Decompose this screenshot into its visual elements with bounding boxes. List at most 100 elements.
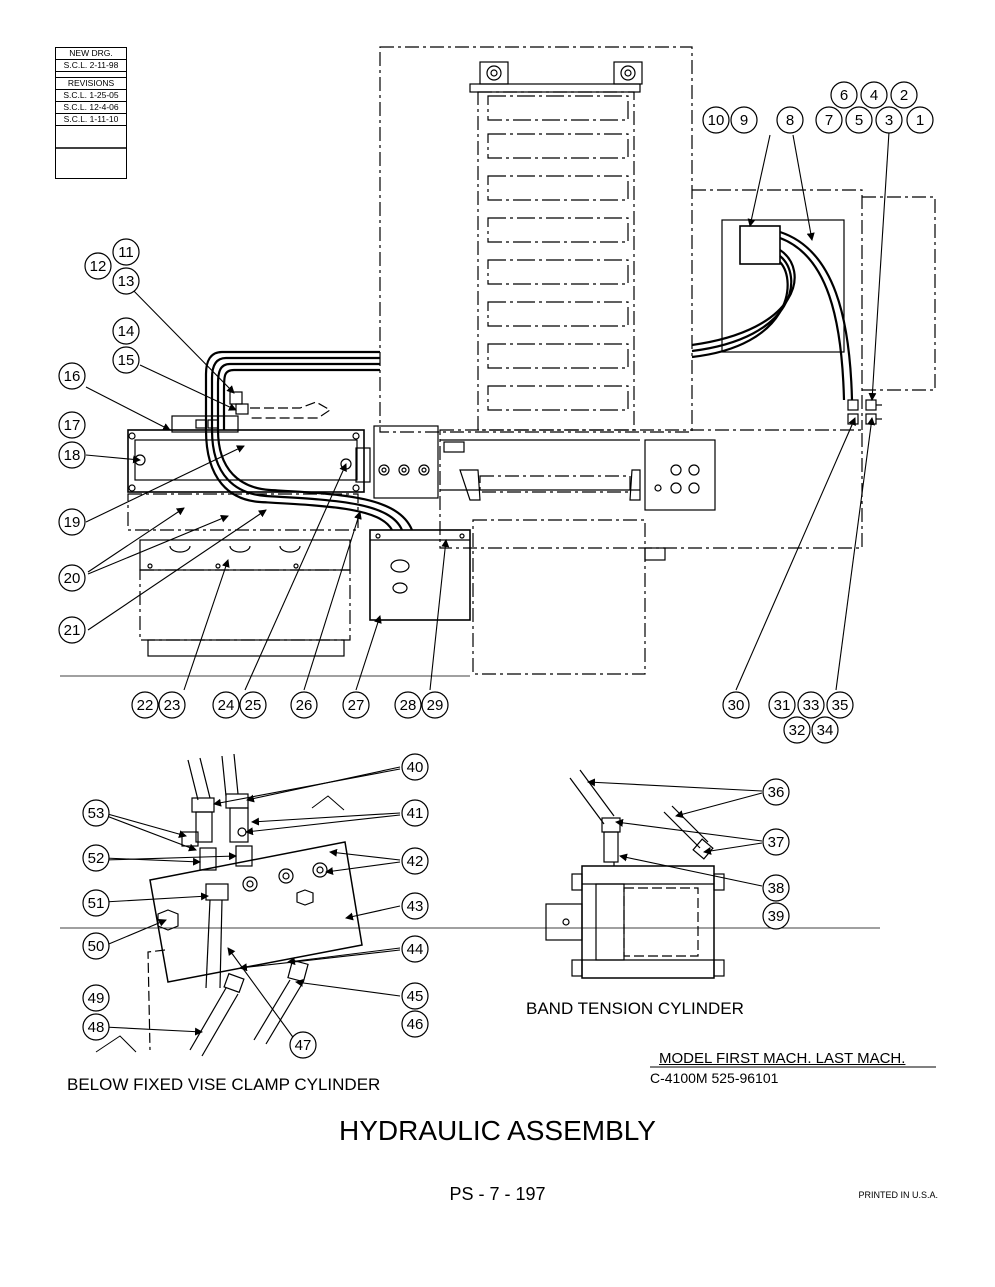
callout-40: 40 — [401, 753, 429, 781]
revision-gap — [56, 72, 126, 78]
svg-text:42: 42 — [407, 853, 424, 870]
drawing-title: HYDRAULIC ASSEMBLY — [339, 1115, 656, 1146]
svg-text:3: 3 — [885, 112, 893, 129]
svg-text:26: 26 — [296, 697, 313, 714]
revision-block: NEW DRG. S.C.L. 2-11-98 REVISIONS S.C.L.… — [55, 47, 127, 179]
callout-13: 13 — [112, 267, 140, 295]
callout-24: 24 — [212, 691, 240, 719]
callout-27: 27 — [342, 691, 370, 719]
callout-34: 34 — [811, 716, 839, 744]
svg-text:49: 49 — [88, 990, 105, 1007]
callout-15: 15 — [112, 346, 140, 374]
model-table-row: C-4100M 525-96101 — [650, 1070, 779, 1086]
callout-53: 53 — [82, 799, 110, 827]
page-number: PS - 7 - 197 — [449, 1184, 546, 1204]
svg-text:36: 36 — [768, 784, 785, 801]
svg-text:10: 10 — [708, 112, 725, 129]
svg-text:19: 19 — [64, 514, 81, 531]
svg-text:38: 38 — [768, 880, 785, 897]
svg-text:33: 33 — [803, 697, 820, 714]
callout-39: 39 — [762, 902, 790, 930]
callout-47: 47 — [289, 1031, 317, 1059]
callout-9: 9 — [730, 106, 758, 134]
svg-text:44: 44 — [407, 941, 424, 958]
svg-text:1: 1 — [916, 112, 924, 129]
svg-text:35: 35 — [832, 697, 849, 714]
callout-11: 11 — [112, 238, 140, 266]
svg-text:17: 17 — [64, 417, 81, 434]
svg-text:13: 13 — [118, 273, 135, 290]
callout-41: 41 — [401, 799, 429, 827]
callout-49: 49 — [82, 984, 110, 1012]
svg-text:15: 15 — [118, 352, 135, 369]
callout-38: 38 — [762, 874, 790, 902]
svg-text:50: 50 — [88, 938, 105, 955]
printed-note: PRINTED IN U.S.A. — [858, 1190, 938, 1200]
callout-14: 14 — [112, 317, 140, 345]
callout-50: 50 — [82, 932, 110, 960]
callout-43: 43 — [401, 892, 429, 920]
callout-19: 19 — [58, 508, 86, 536]
svg-text:22: 22 — [137, 697, 154, 714]
callout-22: 22 — [131, 691, 159, 719]
svg-text:16: 16 — [64, 368, 81, 385]
svg-text:6: 6 — [840, 87, 848, 104]
callout-20: 20 — [58, 564, 86, 592]
callout-4: 4 — [860, 81, 888, 109]
callout-1: 1 — [906, 106, 934, 134]
callout-6: 6 — [830, 81, 858, 109]
callout-45: 45 — [401, 982, 429, 1010]
svg-text:12: 12 — [90, 258, 107, 275]
callout-2: 2 — [890, 81, 918, 109]
svg-text:43: 43 — [407, 898, 424, 915]
callout-48: 48 — [82, 1013, 110, 1041]
svg-text:8: 8 — [786, 112, 794, 129]
svg-text:46: 46 — [407, 1016, 424, 1033]
svg-text:32: 32 — [789, 722, 806, 739]
callout-37: 37 — [762, 828, 790, 856]
callout-28: 28 — [394, 691, 422, 719]
svg-text:7: 7 — [825, 112, 833, 129]
callout-30: 30 — [722, 691, 750, 719]
callout-5: 5 — [845, 106, 873, 134]
revision-entry: S.C.L. 1-11-10 — [56, 114, 126, 126]
svg-text:20: 20 — [64, 570, 81, 587]
svg-text:51: 51 — [88, 895, 105, 912]
band-tension-view-label: BAND TENSION CYLINDER — [526, 999, 744, 1018]
svg-text:40: 40 — [407, 759, 424, 776]
callout-42: 42 — [401, 847, 429, 875]
svg-text:30: 30 — [728, 697, 745, 714]
svg-text:5: 5 — [855, 112, 863, 129]
svg-text:11: 11 — [118, 244, 134, 261]
svg-text:9: 9 — [740, 112, 748, 129]
callout-16: 16 — [58, 362, 86, 390]
svg-text:27: 27 — [348, 697, 365, 714]
clamp-cylinder-view-label: BELOW FIXED VISE CLAMP CYLINDER — [67, 1075, 381, 1094]
callout-36: 36 — [762, 778, 790, 806]
svg-text:53: 53 — [88, 805, 105, 822]
callout-46: 46 — [401, 1010, 429, 1038]
svg-text:23: 23 — [164, 697, 181, 714]
new-drawing-value: S.C.L. 2-11-98 — [56, 60, 126, 72]
callout-52: 52 — [82, 844, 110, 872]
callout-33: 33 — [797, 691, 825, 719]
svg-text:21: 21 — [64, 622, 81, 639]
svg-text:34: 34 — [817, 722, 834, 739]
callout-26: 26 — [290, 691, 318, 719]
svg-text:18: 18 — [64, 447, 81, 464]
svg-text:28: 28 — [400, 697, 417, 714]
callout-12: 12 — [84, 252, 112, 280]
callout-21: 21 — [58, 616, 86, 644]
svg-text:2: 2 — [900, 87, 908, 104]
callout-29: 29 — [421, 691, 449, 719]
callout-25: 25 — [239, 691, 267, 719]
svg-text:25: 25 — [245, 697, 262, 714]
svg-text:31: 31 — [774, 697, 791, 714]
revisions-label: REVISIONS — [56, 78, 126, 90]
svg-text:52: 52 — [88, 850, 105, 867]
svg-text:29: 29 — [427, 697, 444, 714]
revision-entry: S.C.L. 12-4-06 — [56, 102, 126, 114]
callout-35: 35 — [826, 691, 854, 719]
callout-18: 18 — [58, 441, 86, 469]
